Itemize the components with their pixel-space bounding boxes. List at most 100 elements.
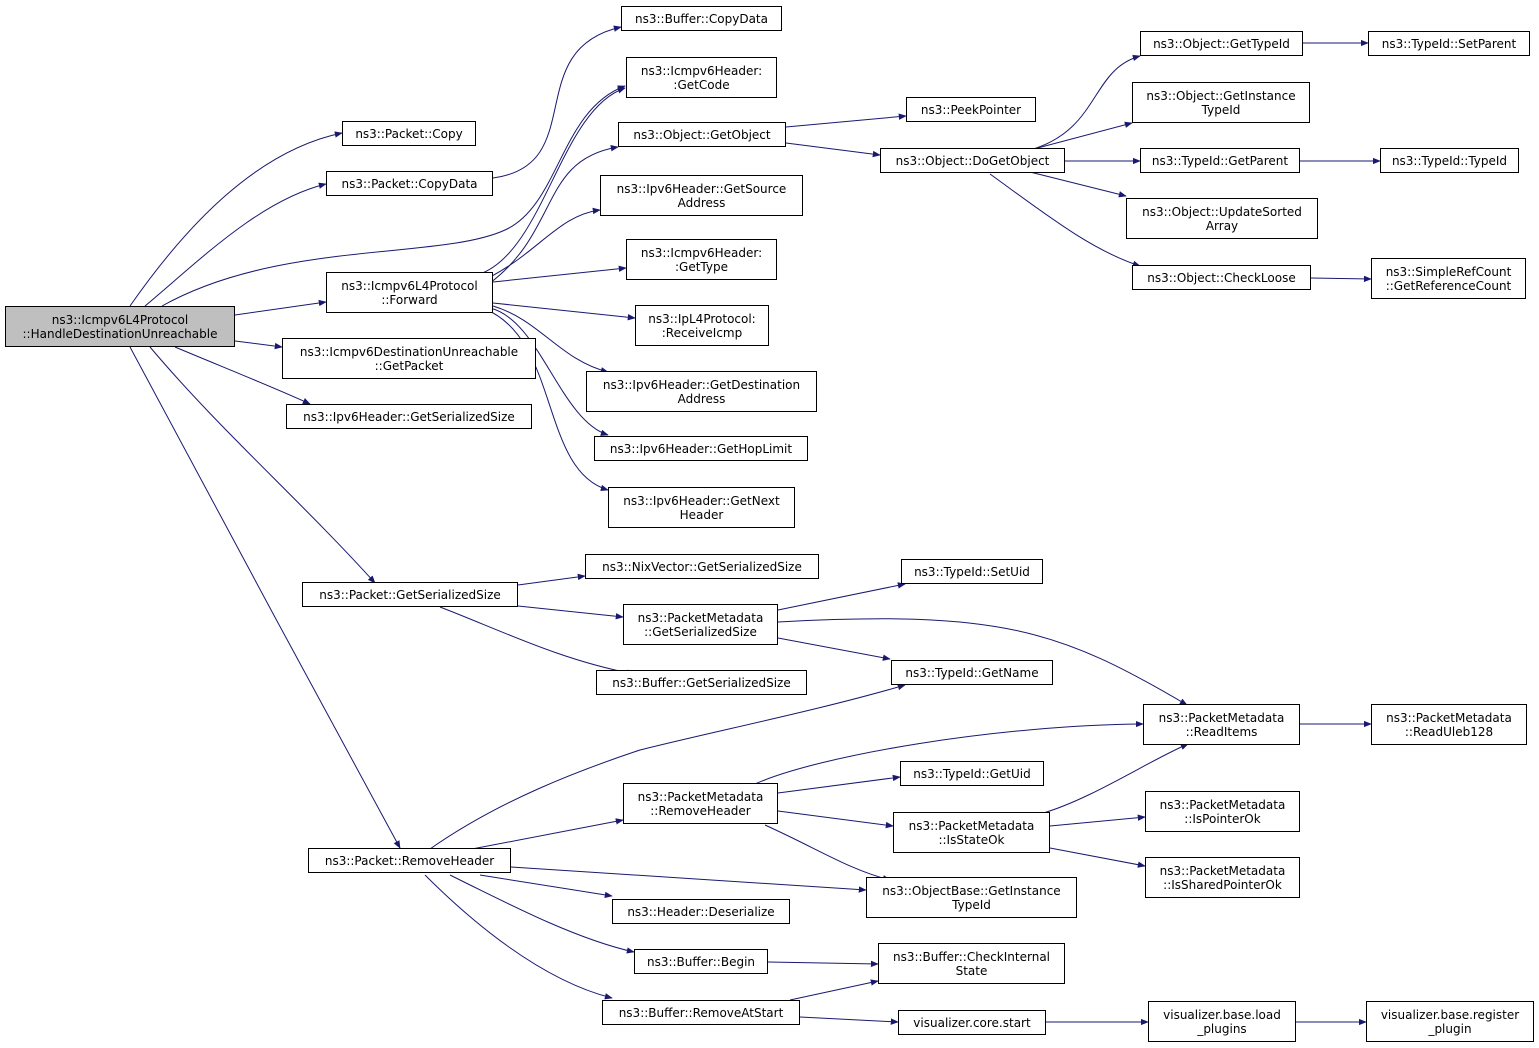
node-label-line: ns3::Object::GetTypeId [1153, 36, 1290, 51]
node-vis-core-start[interactable]: visualizer.core.start [898, 1010, 1046, 1035]
node-label-line: :GetType [675, 259, 728, 274]
node-label-line: ns3::Buffer::Begin [646, 954, 756, 969]
edge-pkt_getserialized-buf_getserialized [439, 606, 635, 676]
node-buf-removeatstart[interactable]: ns3::Buffer::RemoveAtStart [602, 1000, 800, 1025]
node-tid-getname[interactable]: ns3::TypeId::GetName [891, 660, 1053, 685]
node-pkt-copydata[interactable]: ns3::Packet::CopyData [326, 171, 493, 196]
node-label-line: ns3::Buffer::CheckInternal [892, 949, 1051, 964]
node-icmp-gettype[interactable]: ns3::Icmpv6Header::GetType [626, 239, 777, 280]
node-buf-copydata[interactable]: ns3::Buffer::CopyData [621, 6, 782, 31]
node-ipl4-receiveicmp[interactable]: ns3::IpL4Protocol::ReceiveIcmp [635, 305, 769, 346]
node-obj-getobject[interactable]: ns3::Object::GetObject [618, 122, 786, 147]
node-label-line: ns3::TypeId::GetParent [1151, 153, 1289, 168]
edge-forward-obj_getobject [489, 145, 619, 284]
node-label-line: ns3::Buffer::RemoveAtStart [618, 1005, 784, 1020]
node-ipv6-getserialized[interactable]: ns3::Ipv6Header::GetSerializedSize [286, 404, 532, 429]
node-label-line: visualizer.base.load [1163, 1007, 1281, 1022]
node-tid-setparent[interactable]: ns3::TypeId::SetParent [1368, 31, 1530, 56]
edge-root-icmpdu_getpacket [234, 340, 283, 350]
edge-pm_getserialized-pm_readitems [777, 618, 1188, 706]
node-label-line: ns3::Packet::GetSerializedSize [319, 587, 501, 602]
edge-obj_dogetobject-obj_getinstancetypeid [1029, 121, 1133, 151]
edge-root-ipv6_getserialized [174, 346, 311, 405]
node-label-line: ::IsPointerOk [1184, 811, 1261, 826]
node-hdr-deserialize[interactable]: ns3::Header::Deserialize [612, 899, 790, 924]
node-label-line: ::IsSharedPointerOk [1163, 877, 1282, 892]
node-obj-checkloose[interactable]: ns3::Object::CheckLoose [1132, 265, 1311, 290]
node-label-line: ::IsStateOk [938, 832, 1005, 847]
edge-buf_removeatstart-vis_core_start [799, 1016, 899, 1025]
node-pkt-getserialized[interactable]: ns3::Packet::GetSerializedSize [302, 582, 518, 607]
node-vis-base-load[interactable]: visualizer.base.load_plugins [1148, 1001, 1296, 1042]
edge-root-pkt_removeheader [129, 346, 401, 849]
node-peekpointer[interactable]: ns3::PeekPointer [906, 97, 1036, 122]
node-label-line: ns3::Packet::RemoveHeader [324, 853, 495, 868]
node-icmpdu-getpacket[interactable]: ns3::Icmpv6DestinationUnreachable::GetPa… [282, 338, 536, 379]
node-label-line: ns3::Buffer::GetSerializedSize [612, 675, 791, 690]
node-nix-getserialized[interactable]: ns3::NixVector::GetSerializedSize [585, 554, 819, 579]
node-label-line: ::HandleDestinationUnreachable [22, 326, 218, 341]
node-label-line: visualizer.base.register [1380, 1007, 1520, 1022]
node-pm-removeheader[interactable]: ns3::PacketMetadata::RemoveHeader [623, 783, 778, 824]
node-label-line: ::GetReferenceCount [1385, 278, 1512, 293]
node-label-line: ns3::Packet::Copy [355, 126, 463, 141]
node-label-line: ns3::ObjectBase::GetInstance [882, 883, 1061, 898]
edge-obj_getobject-obj_dogetobject [785, 142, 881, 158]
node-ipv6-gethoplimit[interactable]: ns3::Ipv6Header::GetHopLimit [594, 436, 808, 461]
edge-buf_removeatstart-buf_checkinternal [789, 979, 879, 1001]
node-pm-ispointerok[interactable]: ns3::PacketMetadata::IsPointerOk [1145, 791, 1300, 832]
edge-obj_dogetobject-obj_checkloose [989, 173, 1141, 267]
node-label-line: ns3::Object::GetInstance [1146, 88, 1296, 103]
node-tid-getparent[interactable]: ns3::TypeId::GetParent [1140, 148, 1300, 173]
node-icmp-getcode[interactable]: ns3::Icmpv6Header::GetCode [626, 57, 777, 98]
edge-pm_getserialized-tid_setuid [777, 582, 906, 611]
edge-pkt_removeheader-pm_removeheader [471, 818, 624, 850]
node-tid-setuid[interactable]: ns3::TypeId::SetUid [901, 559, 1043, 584]
node-label-line: Address [677, 195, 726, 210]
node-label-line: ns3::Icmpv6DestinationUnreachable [299, 344, 519, 359]
node-buf-getserialized[interactable]: ns3::Buffer::GetSerializedSize [596, 670, 807, 695]
node-label-line: TypeId [952, 897, 991, 912]
node-label-line: :GetCode [673, 77, 730, 92]
node-pm-isstateok[interactable]: ns3::PacketMetadata::IsStateOk [893, 812, 1050, 853]
edge-root-pkt_getserialized [149, 346, 376, 584]
node-label-line: ns3::Ipv6Header::GetSource [616, 181, 787, 196]
node-label-line: ns3::IpL4Protocol: [648, 311, 756, 326]
node-vis-base-register[interactable]: visualizer.base.register_plugin [1366, 1001, 1534, 1042]
node-pm-issharedpointerok[interactable]: ns3::PacketMetadata::IsSharedPointerOk [1145, 857, 1300, 898]
node-pkt-copy[interactable]: ns3::Packet::Copy [342, 121, 476, 146]
node-label-line: ns3::Object::GetObject [633, 127, 771, 142]
node-tid-getuid[interactable]: ns3::TypeId::GetUid [900, 761, 1044, 786]
node-label-line: ns3::PacketMetadata [1159, 863, 1286, 878]
node-simplerefcount[interactable]: ns3::SimpleRefCount::GetReferenceCount [1371, 258, 1526, 299]
node-label-line: ::RemoveHeader [650, 803, 751, 818]
node-label-line: :ReceiveIcmp [661, 325, 743, 340]
node-pkt-removeheader[interactable]: ns3::Packet::RemoveHeader [308, 848, 511, 873]
node-pm-readuleb[interactable]: ns3::PacketMetadata::ReadUleb128 [1371, 704, 1527, 745]
node-tid-typeid[interactable]: ns3::TypeId::TypeId [1380, 148, 1519, 173]
node-root[interactable]: ns3::Icmpv6L4Protocol::HandleDestination… [5, 306, 235, 347]
node-label-line: ns3::PeekPointer [920, 102, 1022, 117]
node-obj-dogetobject[interactable]: ns3::Object::DoGetObject [880, 148, 1065, 173]
edge-forward-ipv6_gethoplimit [489, 307, 609, 436]
edge-pm_isstateok-pm_ispointerok [1049, 814, 1146, 827]
edge-pm_isstateok-pm_readitems [1039, 743, 1189, 815]
node-pm-getserialized[interactable]: ns3::PacketMetadata::GetSerializedSize [623, 604, 778, 645]
edge-pkt_removeheader-buf_removeatstart [424, 874, 613, 1000]
node-obj-gettypeid[interactable]: ns3::Object::GetTypeId [1140, 31, 1303, 56]
edge-obj_checkloose-simplerefcount [1310, 275, 1372, 283]
node-pm-readitems[interactable]: ns3::PacketMetadata::ReadItems [1143, 704, 1300, 745]
node-label-line: ::GetSerializedSize [644, 624, 757, 639]
node-label-line: ns3::Icmpv6L4Protocol [51, 312, 189, 327]
edge-obj_dogetobject-obj_updatesorted [1029, 171, 1127, 198]
node-buf-begin[interactable]: ns3::Buffer::Begin [634, 949, 768, 974]
node-forward[interactable]: ns3::Icmpv6L4Protocol::Forward [326, 272, 493, 313]
